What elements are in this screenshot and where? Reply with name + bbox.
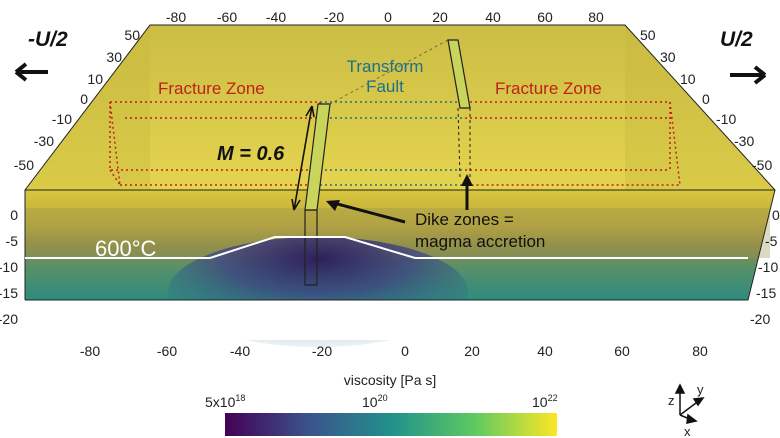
colorbar-max-label: 1022 (532, 393, 558, 410)
dike-label-2: magma accretion (415, 232, 545, 251)
left-z-tick: -5 (6, 233, 19, 249)
left-y-axis: 50 30 10 0 -10 -30 -50 (14, 27, 140, 173)
left-y-tick: -10 (52, 111, 72, 127)
right-z-tick: 0 (772, 207, 780, 223)
top-tick: -60 (217, 9, 237, 25)
triad-y-label: y (697, 382, 704, 397)
bottom-x-axis: -80 -60 -40 -20 0 20 40 60 80 (80, 343, 708, 359)
left-y-tick: 0 (80, 91, 88, 107)
left-y-tick: -50 (14, 157, 34, 173)
bottom-tick: -60 (157, 343, 177, 359)
m-value-label: M = 0.6 (217, 143, 285, 165)
triad-z-label: z (668, 393, 675, 408)
top-tick: -40 (266, 9, 286, 25)
dike-pointer-left (329, 200, 406, 224)
top-tick: 0 (384, 9, 392, 25)
right-z-tick: -5 (765, 233, 778, 249)
top-tick: 20 (432, 9, 448, 25)
left-y-tick: 30 (106, 49, 122, 65)
colorbar-mid-label: 1020 (362, 393, 388, 410)
right-y-tick: -10 (716, 111, 736, 127)
isotherm-600c-line (25, 236, 748, 259)
right-y-tick: -30 (734, 133, 754, 149)
dike-zone-link-dashed (329, 39, 449, 105)
transform-fault-label-1: Transform (347, 57, 424, 76)
left-z-tick: -15 (0, 285, 18, 301)
right-y-axis: 50 30 10 0 -10 -30 -50 (640, 27, 772, 173)
axes-triad (674, 383, 705, 424)
left-z-tick: 0 (10, 207, 18, 223)
left-z-tick: -20 (0, 311, 18, 327)
right-z-tick: -20 (750, 311, 770, 327)
right-y-tick: -50 (752, 157, 772, 173)
bottom-tick: 20 (464, 343, 480, 359)
velocity-left-label: -U/2 (28, 28, 68, 51)
left-y-tick: 10 (87, 71, 103, 87)
velocity-left-arrow (14, 62, 48, 82)
velocity-right-arrow (730, 65, 767, 85)
isotherm-label: 600°C (95, 236, 157, 261)
velocity-right-label: U/2 (720, 28, 753, 51)
left-y-tick: 50 (124, 27, 140, 43)
block-top-surface (25, 25, 775, 190)
fracture-zone-right-label: Fracture Zone (495, 79, 602, 98)
colorbar-title: viscosity [Pa s] (344, 372, 437, 388)
top-tick: 60 (537, 9, 553, 25)
right-y-tick: 0 (702, 91, 710, 107)
triad-x-label: x (684, 424, 691, 438)
right-z-tick: -15 (756, 285, 776, 301)
front-bottom-mask (0, 300, 780, 340)
top-tick: -20 (324, 9, 344, 25)
transform-fault-label-2: Fault (366, 77, 404, 96)
top-tick: -80 (166, 9, 186, 25)
m-extent-arrow (293, 105, 313, 211)
viscosity-colorbar (225, 413, 557, 436)
colorbar-min-label: 5x1018 (205, 393, 245, 410)
bottom-tick: 60 (614, 343, 630, 359)
top-x-axis: -80 -60 -40 -20 0 20 40 60 80 (166, 9, 604, 25)
right-y-tick: 30 (660, 49, 676, 65)
bottom-tick: 0 (401, 343, 409, 359)
dike-pointer-right-head (461, 174, 473, 186)
left-y-tick: -30 (34, 133, 54, 149)
right-y-tick: 10 (680, 71, 696, 87)
transform-fault-box (320, 101, 465, 186)
top-tick: 80 (588, 9, 604, 25)
bottom-tick: 40 (537, 343, 553, 359)
right-y-tick: 50 (640, 27, 656, 43)
bottom-tick: 80 (692, 343, 708, 359)
fracture-zone-left-label: Fracture Zone (158, 79, 265, 98)
fracture-zone-right-box (465, 101, 681, 186)
dike-label-1: Dike zones = (415, 210, 514, 229)
bottom-tick: -80 (80, 343, 100, 359)
right-z-axis: 0 -5 -10 -15 -20 (750, 207, 780, 327)
m-extent-arrowhead-bottom (291, 198, 301, 211)
top-tick: 40 (485, 9, 501, 25)
right-z-tick: -10 (758, 259, 778, 275)
bottom-tick: -40 (230, 343, 250, 359)
m-extent-arrowhead-top (305, 105, 315, 118)
dike-pointer-left-head (326, 200, 340, 211)
left-z-axis: 0 -5 -10 -15 -20 (0, 207, 18, 327)
left-z-tick: -10 (0, 259, 18, 275)
bottom-tick: -20 (312, 343, 332, 359)
